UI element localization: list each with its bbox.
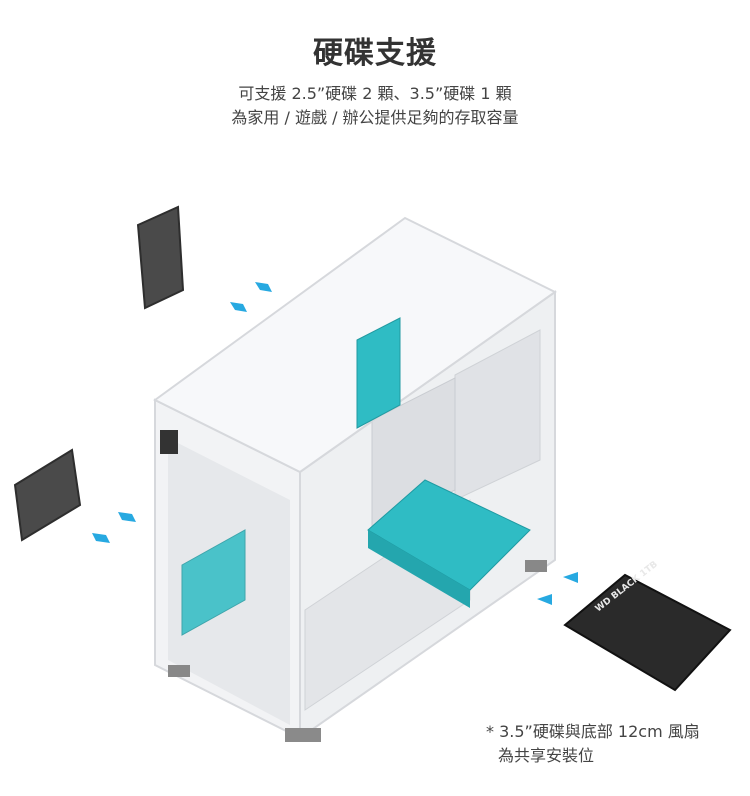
arrow-icon — [255, 282, 272, 292]
footnote-line-1: * 3.5”硬碟與底部 12cm 風扇 — [486, 722, 700, 741]
arrow-icon — [537, 594, 552, 605]
hdd-mounted-side — [368, 530, 470, 608]
hdd-loose-black — [563, 573, 732, 692]
case-top-panel — [153, 216, 557, 474]
case-foot — [168, 665, 190, 677]
ssd-loose-top — [136, 205, 185, 310]
ssd-mounted-top — [356, 317, 401, 429]
arrow-icon — [563, 572, 578, 583]
ssd-loose-left — [13, 448, 82, 542]
footnote-line-2: 為共享安裝位 — [498, 746, 595, 765]
arrows — [92, 282, 578, 605]
footnote: * 3.5”硬碟與底部 12cm 風扇 為共享安裝位 — [486, 720, 700, 768]
subtitle-line-2: 為家用 / 遊戲 / 辦公提供足夠的存取容量 — [231, 108, 519, 127]
case-foot — [285, 728, 321, 742]
case-foot — [525, 560, 547, 572]
page-title: 硬碟支援 — [313, 36, 437, 71]
subtitle-line-1: 可支援 2.5”硬碟 2 顆、3.5”硬碟 1 顆 — [238, 84, 512, 103]
ssd-mounted-front — [181, 529, 246, 636]
arrow-icon — [92, 533, 110, 543]
arrow-icon — [230, 302, 247, 312]
power-socket-icon — [160, 430, 178, 454]
arrow-icon — [118, 512, 136, 522]
